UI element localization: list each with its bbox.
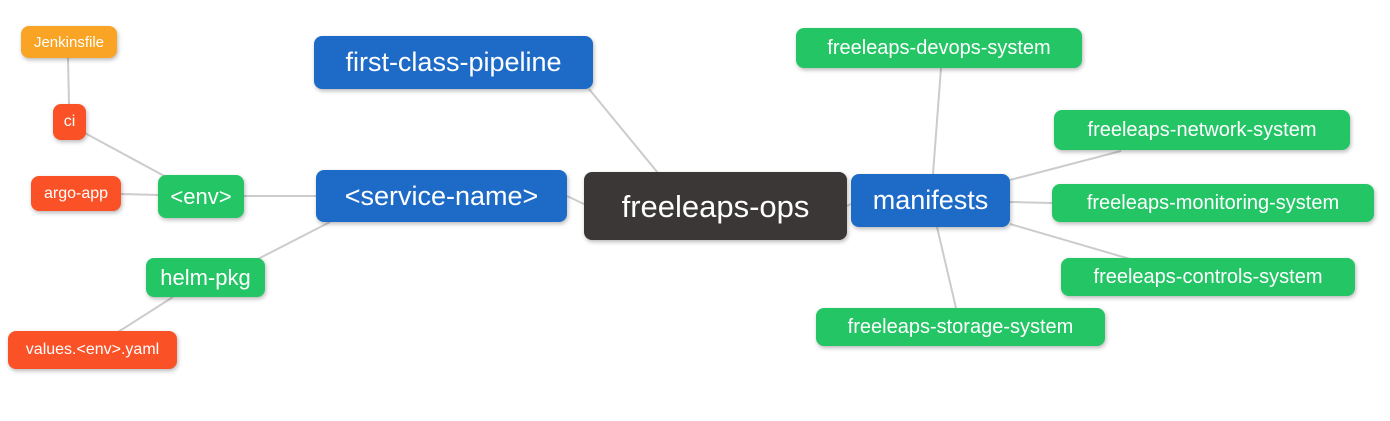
edge-manifests-to-freeleaps-storage-system	[936, 226, 957, 309]
edge-jenkinsfile-to-ci	[67, 57, 70, 105]
node-jenkinsfile[interactable]: Jenkinsfile	[21, 26, 117, 58]
edge-argo-app-to-env	[120, 193, 159, 196]
edge-manifests-to-freeleaps-controls-system	[1009, 223, 1131, 260]
edge-manifests-to-freeleaps-devops-system	[932, 67, 942, 175]
node-freeleaps-network-system[interactable]: freeleaps-network-system	[1054, 110, 1350, 150]
node-freeleaps-ops[interactable]: freeleaps-ops	[584, 172, 847, 240]
node-service-name[interactable]: <service-name>	[316, 170, 567, 222]
node-freeleaps-storage-system[interactable]: freeleaps-storage-system	[816, 308, 1105, 346]
node-argo-app[interactable]: argo-app	[31, 176, 121, 211]
edge-ci-to-env	[82, 131, 169, 179]
edge-values-env-yaml-to-helm-pkg	[117, 296, 174, 333]
edge-manifests-to-freeleaps-monitoring-system	[1009, 201, 1053, 204]
node-first-class-pipeline[interactable]: first-class-pipeline	[314, 36, 593, 89]
node-values-env-yaml[interactable]: values.<env>.yaml	[8, 331, 177, 369]
node-env[interactable]: <env>	[158, 175, 244, 218]
edge-helm-pkg-to-service-name	[255, 221, 331, 261]
node-freeleaps-devops-system[interactable]: freeleaps-devops-system	[796, 28, 1082, 68]
node-ci[interactable]: ci	[53, 104, 86, 140]
node-freeleaps-monitoring-system[interactable]: freeleaps-monitoring-system	[1052, 184, 1374, 222]
node-freeleaps-controls-system[interactable]: freeleaps-controls-system	[1061, 258, 1355, 296]
edge-manifests-to-freeleaps-network-system	[1009, 150, 1122, 181]
node-helm-pkg[interactable]: helm-pkg	[146, 258, 265, 297]
node-manifests[interactable]: manifests	[851, 174, 1010, 227]
edge-first-class-pipeline-to-freeleaps-ops	[588, 88, 659, 174]
